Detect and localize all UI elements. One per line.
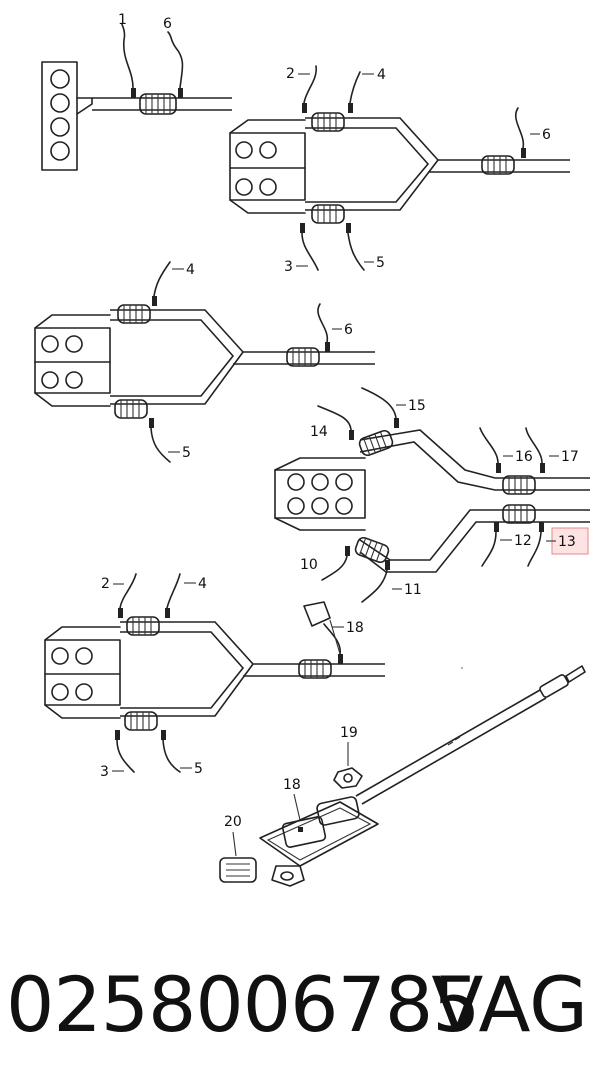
probe-tip — [565, 665, 586, 683]
callout-10: 10 — [300, 557, 318, 573]
callout-14: 14 — [310, 424, 328, 440]
highlight-box-13 — [551, 527, 589, 555]
callout-18: 18 — [346, 620, 364, 636]
footer: 0258006785 VAG — [0, 950, 600, 1060]
engine-block-inline — [41, 61, 78, 171]
callout-6: 6 — [163, 16, 172, 32]
section-v6-engine: 14 15 16 17 12 13 10 11 — [274, 387, 590, 603]
callout-4: 4 — [186, 262, 195, 278]
part-number: 0258006785 — [6, 960, 481, 1049]
callout-5: 5 — [376, 255, 385, 271]
sensor-bracket — [303, 601, 331, 627]
callout-2: 2 — [101, 576, 110, 592]
section-v-engine-3: 2 4 18 3 5 — [44, 573, 385, 780]
mounting-plate — [259, 801, 379, 867]
callout-15: 15 — [408, 398, 426, 414]
callout-2: 2 — [286, 66, 295, 82]
control-unit — [316, 796, 360, 826]
section-v-engine-2: 4 6 5 — [34, 261, 375, 463]
connector-housing — [281, 816, 327, 848]
callout-20: 20 — [224, 814, 242, 830]
brand-name: VAG — [431, 960, 588, 1049]
callout-6: 6 — [542, 127, 551, 143]
callout-12: 12 — [514, 533, 532, 549]
oxygen-sensor — [131, 88, 136, 98]
callout-18: 18 — [283, 777, 301, 793]
callout-16: 16 — [515, 449, 533, 465]
probe-connector — [539, 674, 569, 698]
nut — [333, 767, 363, 789]
callout-6: 6 — [344, 322, 353, 338]
engine-block-v — [229, 132, 306, 201]
engine-block-6cyl — [274, 469, 366, 519]
plug — [219, 857, 257, 883]
callout-5: 5 — [182, 445, 191, 461]
callout-19: 19 — [340, 725, 358, 741]
callout-5: 5 — [194, 761, 203, 777]
section-sensor-module: 19 18 20 — [219, 665, 586, 887]
callout-17: 17 — [561, 449, 579, 465]
oxygen-sensor — [178, 88, 183, 98]
callout-3: 3 — [100, 764, 109, 780]
callout-4: 4 — [377, 67, 386, 83]
callout-4: 4 — [198, 576, 207, 592]
callout-3: 3 — [284, 259, 293, 275]
callout-13: 13 — [558, 534, 576, 550]
section-v-engine-1: 2 4 6 3 5 — [229, 65, 570, 275]
callout-1: 1 — [118, 12, 127, 28]
section-inline-engine: 1 6 — [41, 12, 232, 171]
callout-11: 11 — [404, 582, 422, 598]
